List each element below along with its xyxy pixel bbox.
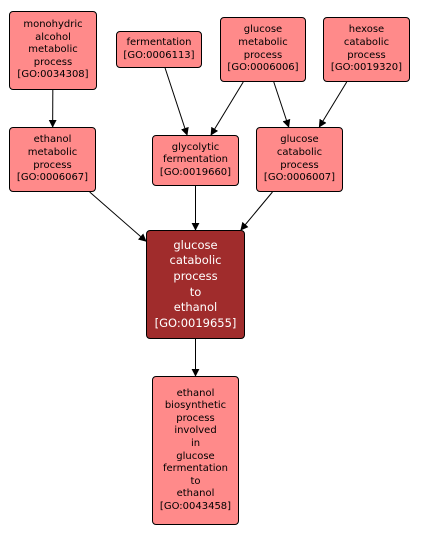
node-label-line: catabolic [343, 36, 390, 48]
node-label-line: ethanol [33, 134, 72, 146]
node-ethanol-metabolic-process[interactable]: ethanol metabolic process [GO:0006067] [9, 127, 96, 192]
node-label: fermentation [GO:0006113] [123, 37, 194, 62]
node-label-line: [GO:0006006] [227, 62, 299, 74]
node-label-line: [GO:0043458] [159, 500, 232, 512]
edge-arrow-go0006006-to-go0019660 [210, 81, 244, 136]
node-label-line: process [243, 49, 283, 61]
node-label-line: [GO:0006113] [123, 49, 195, 61]
node-label-line: fermentation [126, 36, 192, 48]
node-label-line: process [33, 159, 72, 171]
node-label-line: [GO:0006007] [263, 172, 336, 184]
node-label: ethanol biosynthetic process involved in… [160, 388, 231, 514]
node-label-line: metabolic [28, 44, 78, 56]
node-label: glucose catabolic process to ethanol [GO… [155, 238, 237, 332]
node-label-line: ethanol [176, 387, 215, 399]
node-label-line: in [190, 437, 201, 449]
node-label-line: glucose [176, 450, 215, 462]
edge-arrow-go0019320-to-go0006007 [318, 81, 348, 128]
node-label-line: process [176, 412, 215, 424]
node-label: hexose catabolic process [GO:0019320] [331, 24, 402, 74]
node-label: glucose catabolic process [GO:0006007] [264, 134, 335, 184]
node-label-line: process [173, 268, 218, 283]
node-monohydric-alcohol-metabolic-process[interactable]: monohydric alcohol metabolic process [GO… [9, 11, 97, 90]
node-label-line: glucose [173, 237, 218, 252]
node-label: ethanol metabolic process [GO:0006067] [17, 134, 88, 184]
node-ethanol-biosynthetic-process-involved-in-glucose-fermentation-to-ethanol[interactable]: ethanol biosynthetic process involved in… [152, 376, 239, 525]
node-label-line: involved [174, 425, 217, 437]
node-label-line: process [33, 56, 73, 68]
node-label-line: glucose [243, 24, 283, 36]
node-label-line: fermentation [162, 154, 229, 166]
edge-arrow-go0006067-to-go0019655 [89, 191, 147, 242]
node-label-line: process [347, 49, 386, 61]
node-label-line: [GO:0019655] [154, 315, 237, 330]
node-label-line: process [280, 159, 319, 171]
node-glycolytic-fermentation[interactable]: glycolytic fermentation [GO:0019660] [152, 135, 239, 186]
node-label: glycolytic fermentation [GO:0019660] [160, 142, 231, 180]
node-label-line: to [189, 284, 202, 299]
node-label-line: ethanol [176, 488, 215, 500]
node-label-line: glucose [280, 134, 319, 146]
node-label-line: alcohol [35, 31, 71, 43]
node-label-line: fermentation [162, 463, 229, 475]
node-label-line: monohydric [23, 19, 83, 31]
node-label: glucose metabolic process [GO:0006006] [227, 24, 298, 74]
edge-arrow-go0006007-to-go0019655 [240, 191, 273, 231]
node-label-line: to [190, 475, 201, 487]
node-glucose-catabolic-process[interactable]: glucose catabolic process [GO:0006007] [256, 127, 343, 192]
node-fermentation[interactable]: fermentation [GO:0006113] [116, 31, 202, 68]
node-label-line: catabolic [276, 146, 323, 158]
node-label-line: [GO:0034308] [17, 69, 89, 81]
node-label-line: glycolytic [171, 141, 220, 153]
node-label-line: [GO:0019660] [159, 166, 232, 178]
node-label-line: catabolic [169, 253, 222, 268]
node-hexose-catabolic-process[interactable]: hexose catabolic process [GO:0019320] [323, 17, 410, 82]
node-label-line: [GO:0006067] [16, 172, 89, 184]
node-label-line: hexose [348, 24, 385, 36]
node-label-line: metabolic [27, 146, 78, 158]
node-label-line: [GO:0019320] [330, 62, 403, 74]
node-glucose-catabolic-process-to-ethanol[interactable]: glucose catabolic process to ethanol [GO… [146, 230, 245, 339]
edge-arrow-go0006113-to-go0019660 [164, 67, 189, 136]
node-label-line: metabolic [238, 36, 288, 48]
node-glucose-metabolic-process[interactable]: glucose metabolic process [GO:0006006] [220, 17, 306, 82]
node-label: monohydric alcohol metabolic process [GO… [17, 19, 88, 82]
node-label-line: ethanol [173, 300, 218, 315]
edge-arrow-go0006006-to-go0006007 [273, 81, 291, 128]
node-label-line: biosynthetic [164, 400, 227, 412]
